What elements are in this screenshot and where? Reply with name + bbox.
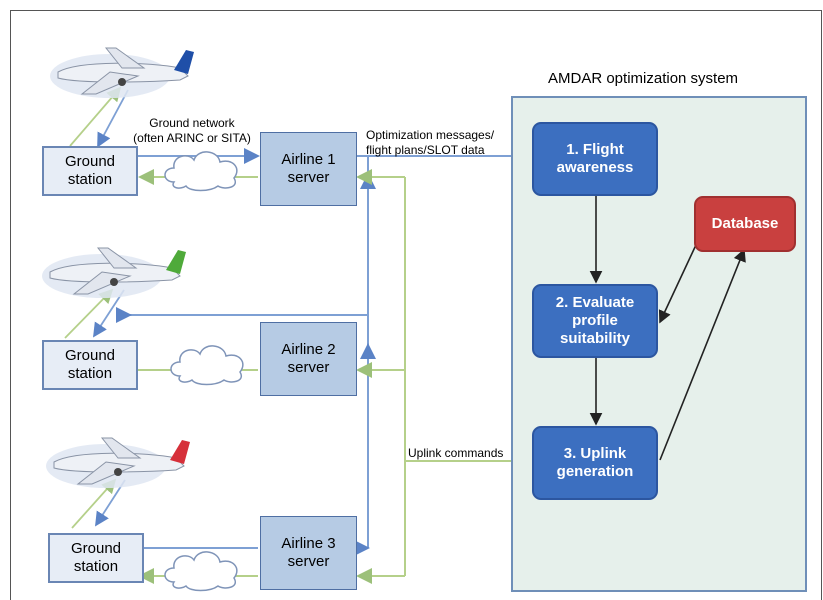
ground-network-label: Ground network (often ARINC or SITA) xyxy=(133,116,251,145)
ground-station-1: Ground station xyxy=(42,146,138,196)
uplink-generation-step: 3. Uplink generation xyxy=(532,426,658,500)
system-title: AMDAR optimization system xyxy=(548,70,739,87)
ground-station-3: Ground station xyxy=(48,533,144,583)
ground-station-2: Ground station xyxy=(42,340,138,390)
airplane-icon xyxy=(50,47,194,98)
evaluate-profile-step: 2. Evaluate profile suitability xyxy=(532,284,658,358)
airline-1-server: Airline 1 server xyxy=(260,132,357,206)
uplink-commands-label: Uplink commands xyxy=(408,446,504,460)
airline-3-server: Airline 3 server xyxy=(260,516,357,590)
cloud-icon xyxy=(164,551,238,592)
airline-2-server: Airline 2 server xyxy=(260,322,357,396)
flight-awareness-step: 1. Flight awareness xyxy=(532,122,658,196)
database-node: Database xyxy=(694,196,796,252)
airplane-icon xyxy=(46,437,190,488)
cloud-icon xyxy=(164,151,238,192)
optimization-messages-label: Optimization messages/ flight plans/SLOT… xyxy=(366,128,495,157)
cloud-icon xyxy=(170,345,244,386)
diagram-frame xyxy=(10,10,822,600)
airplane-icon xyxy=(42,247,186,298)
